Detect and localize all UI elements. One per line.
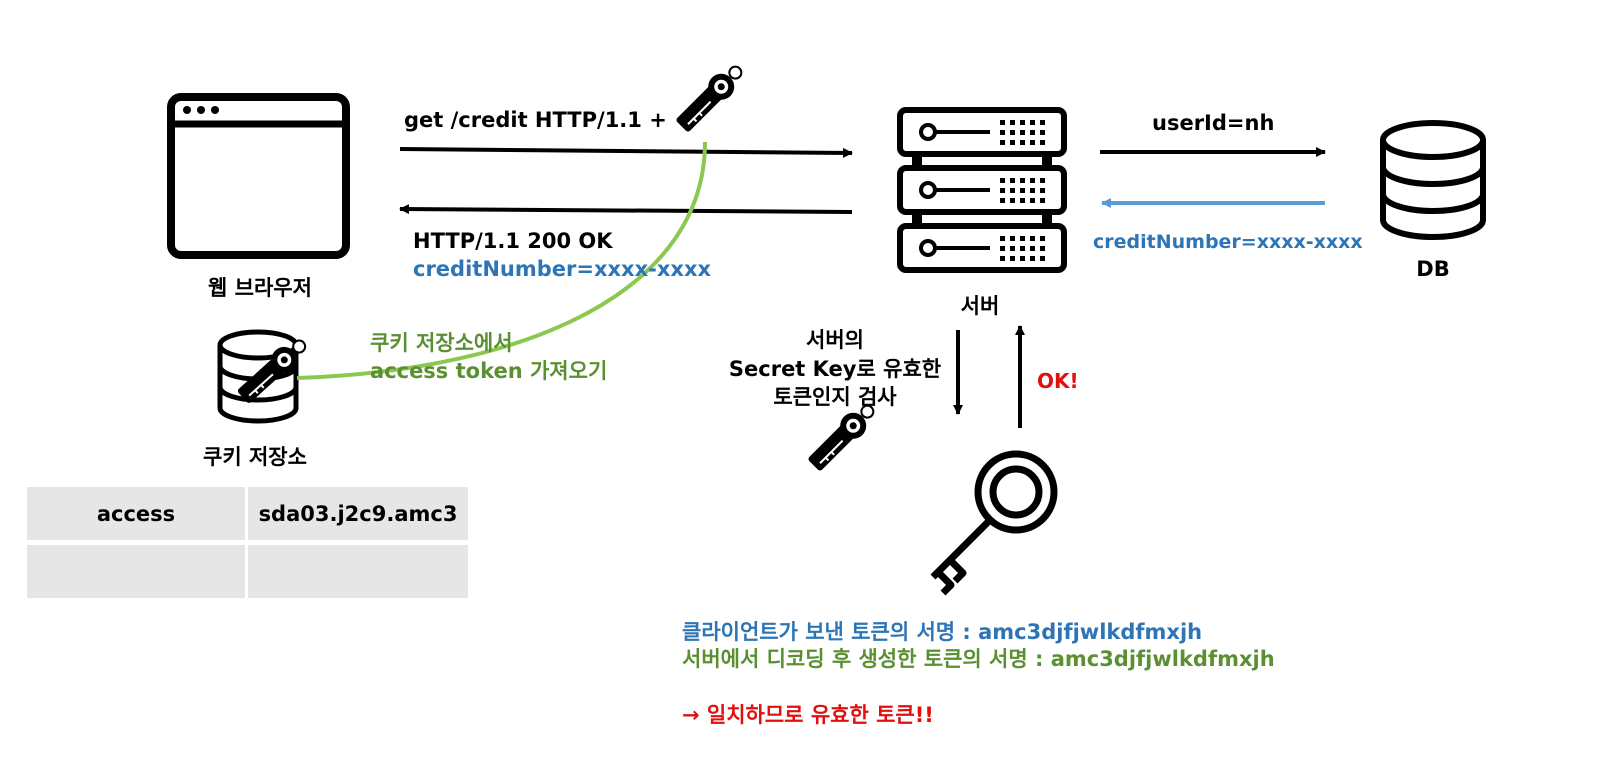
verify-line3: 토큰인지 검사 <box>773 385 897 409</box>
verify-line1: 서버의 <box>806 328 864 352</box>
cookie-table-cell: access <box>27 487 245 540</box>
browser-label: 웹 브라우저 <box>208 276 312 300</box>
request-label: get /credit HTTP/1.1 + <box>404 108 667 132</box>
browser-window-icon <box>167 93 350 259</box>
cookie-table-cell <box>27 545 245 598</box>
key-icon <box>930 450 1058 596</box>
db-result-label: creditNumber=xxxx-xxxx <box>1093 231 1363 253</box>
cookie-fetch-line2: access token 가져오기 <box>370 359 608 383</box>
cookie-store-label: 쿠키 저장소 <box>203 445 307 469</box>
server-signature-text: 서버에서 디코딩 후 생성한 토큰의 서명 : amc3djfjwlkdfmxj… <box>682 647 1275 671</box>
response-body-label: creditNumber=xxxx-xxxx <box>413 257 712 281</box>
database-icon <box>1380 120 1486 240</box>
response-status-label: HTTP/1.1 200 OK <box>413 229 613 253</box>
client-signature-text: 클라이언트가 보낸 토큰의 서명 : amc3djfjwlkdfmxjh <box>682 620 1203 644</box>
server-label: 서버 <box>960 294 1000 318</box>
cookie-database-icon <box>217 329 314 424</box>
response-arrow <box>399 204 853 215</box>
token-fetch-curve <box>296 141 707 380</box>
db-query-label: userId=nh <box>1152 111 1275 135</box>
server-rack-icon <box>897 107 1067 270</box>
cookie-fetch-line1: 쿠키 저장소에서 <box>370 331 513 355</box>
db-label: DB <box>1416 257 1450 281</box>
cookie-table-cell: sda03.j2c9.amc3 <box>248 487 468 540</box>
conclusion-text: → 일치하므로 유효한 토큰!! <box>682 703 934 727</box>
cookie-table-cell <box>248 545 468 598</box>
usb-key-icon <box>671 58 750 137</box>
request-arrow <box>399 147 853 158</box>
verify-line2: Secret Key로 유효한 <box>728 357 942 381</box>
ok-label: OK! <box>1037 369 1079 393</box>
